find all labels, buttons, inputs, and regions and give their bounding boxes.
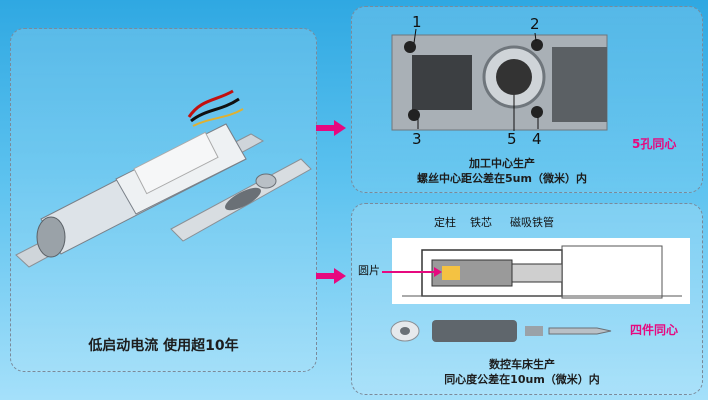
top-right-caption-line1: 加工中心生产 xyxy=(469,157,535,170)
cross-section-drawing xyxy=(392,238,690,304)
left-caption: 低启动电流 使用超10年 xyxy=(88,338,239,354)
hole-number-4: 4 xyxy=(532,130,542,148)
concentric-feature-label: 5孔同心 xyxy=(632,137,677,151)
label-dingzhu: 定柱 xyxy=(434,216,456,229)
pointer-arrow-icon xyxy=(382,267,442,277)
hole-number-5: 5 xyxy=(507,130,517,148)
arrow-right-icon xyxy=(316,268,346,284)
electric-bolt-lock-image xyxy=(15,89,312,268)
hole-number-3: 3 xyxy=(412,130,422,148)
top-right-caption-line2: 螺丝中心距公差在5um（微米）内 xyxy=(417,172,587,185)
label-tiexin: 铁芯 xyxy=(470,216,492,229)
label-yuanpian: 圆片 xyxy=(358,264,380,277)
cross-section-panel: 定柱 铁芯 磁吸铁管 圆片 四件同心 数控车床生产 同心度公差在10um（微米）… xyxy=(351,203,703,395)
machined-block-panel: 1 2 3 5 4 5孔同心 加工中心生产 螺丝中心距公差在5um（微米）内 xyxy=(351,6,703,193)
four-parts-image xyxy=(390,320,612,342)
hole-number-2: 2 xyxy=(530,15,540,33)
product-panel: 低启动电流 使用超10年 xyxy=(10,28,317,372)
arrow-right-icon xyxy=(316,120,346,136)
label-cixi-tieguan: 磁吸铁管 xyxy=(510,216,554,229)
lock-housing-image xyxy=(391,28,608,131)
four-concentric-label: 四件同心 xyxy=(630,323,679,337)
hole-number-1: 1 xyxy=(412,13,422,31)
bottom-right-caption-line2: 同心度公差在10um（微米）内 xyxy=(444,373,600,386)
bottom-right-caption-line1: 数控车床生产 xyxy=(489,358,555,371)
